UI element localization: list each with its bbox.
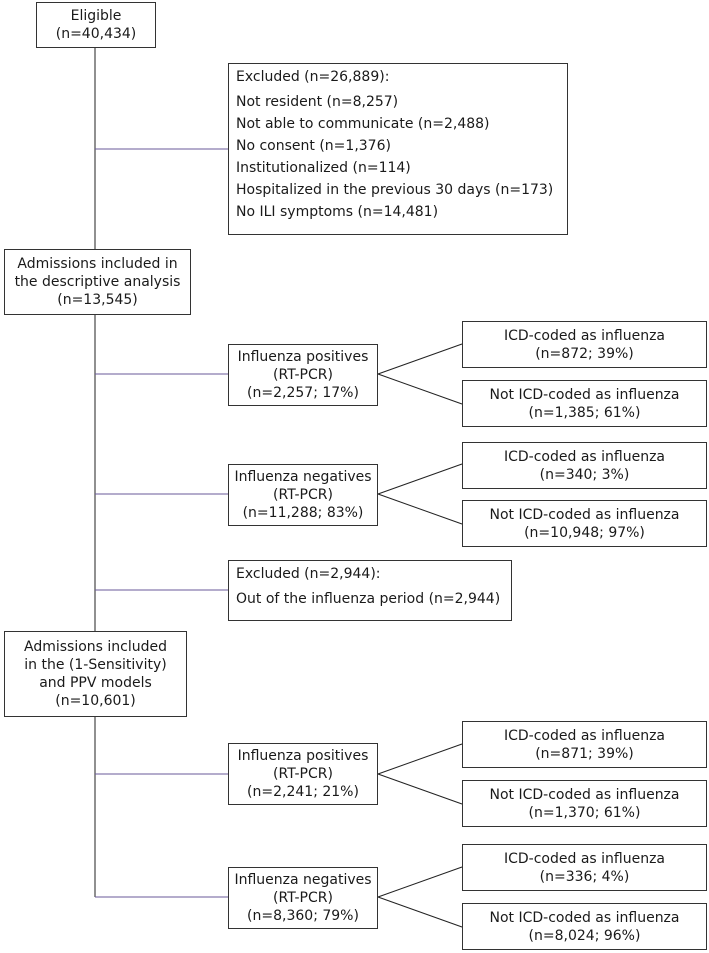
desc-positives-box: Influenza positives (RT-PCR) (n=2,257; 1…: [228, 344, 378, 406]
descriptive-line-1: Admissions included in: [17, 256, 178, 272]
desc-pos-noticd-box: Not ICD-coded as influenza (n=1,385; 61%…: [462, 380, 707, 427]
excluded-1-title: Excluded (n=26,889):: [236, 69, 390, 85]
desc-neg-count: (n=11,288; 83%): [242, 505, 364, 521]
fan-desc-pos-icd: [377, 343, 463, 375]
excluded-1-item: Hospitalized in the previous 30 days (n=…: [236, 182, 554, 198]
desc-neg-noticd-count: (n=10,948; 97%): [524, 524, 645, 541]
mod-pos-noticd-label: Not ICD-coded as influenza: [489, 786, 680, 803]
mod-pos-count: (n=2,241; 21%): [247, 784, 359, 800]
excluded-2-title: Excluded (n=2,944):: [236, 566, 381, 582]
excluded-1-item: Institutionalized (n=114): [236, 160, 411, 176]
excluded-1-item: No ILI symptoms (n=14,481): [236, 204, 439, 220]
mod-neg-noticd-label: Not ICD-coded as influenza: [489, 909, 680, 926]
mod-neg-icd-box: ICD-coded as influenza (n=336; 4%): [462, 844, 707, 891]
fan-mod-pos-icd: [377, 743, 463, 775]
models-line-2: in the (1-Sensitivity): [24, 657, 167, 673]
excluded-box-1: Excluded (n=26,889): Not resident (n=8,2…: [228, 63, 568, 235]
descriptive-count: (n=13,545): [57, 292, 138, 308]
desc-neg-line-1: Influenza negatives: [234, 469, 372, 485]
mod-neg-noticd-box: Not ICD-coded as influenza (n=8,024; 96%…: [462, 903, 707, 950]
fan-mod-neg-noticd: [377, 896, 463, 928]
fan-mod-neg-icd: [377, 866, 463, 898]
desc-pos-noticd-count: (n=1,385; 61%): [528, 404, 641, 421]
fan-desc-pos-noticd: [377, 373, 463, 405]
excluded-box-2: Excluded (n=2,944): Out of the influenza…: [228, 560, 512, 621]
mod-neg-line-2: (RT-PCR): [273, 890, 333, 906]
desc-pos-line-1: Influenza positives: [237, 349, 369, 365]
desc-neg-icd-label: ICD-coded as influenza: [503, 448, 666, 465]
desc-pos-count: (n=2,257; 17%): [247, 385, 359, 401]
desc-neg-line-2: (RT-PCR): [273, 487, 333, 503]
mod-neg-icd-label: ICD-coded as influenza: [503, 850, 666, 867]
fan-desc-neg-noticd: [377, 493, 463, 525]
mod-pos-noticd-box: Not ICD-coded as influenza (n=1,370; 61%…: [462, 780, 707, 827]
desc-neg-icd-box: ICD-coded as influenza (n=340; 3%): [462, 442, 707, 489]
models-line-3: and PPV models: [39, 675, 152, 691]
mod-pos-icd-count: (n=871; 39%): [535, 745, 634, 762]
desc-pos-icd-label: ICD-coded as influenza: [503, 327, 666, 344]
mod-neg-noticd-count: (n=8,024; 96%): [528, 927, 641, 944]
excluded-2-item: Out of the influenza period (n=2,944): [236, 591, 501, 607]
excluded-1-item: Not able to communicate (n=2,488): [236, 116, 490, 132]
mod-neg-line-1: Influenza negatives: [234, 872, 372, 888]
excluded-1-item: No consent (n=1,376): [236, 138, 391, 154]
mod-neg-count: (n=8,360; 79%): [247, 908, 359, 924]
desc-pos-noticd-label: Not ICD-coded as influenza: [489, 386, 680, 403]
desc-pos-line-2: (RT-PCR): [273, 367, 333, 383]
fan-mod-pos-noticd: [377, 773, 463, 805]
descriptive-analysis-box: Admissions included in the descriptive a…: [4, 249, 191, 315]
desc-neg-icd-count: (n=340; 3%): [539, 466, 630, 483]
mod-negatives-box: Influenza negatives (RT-PCR) (n=8,360; 7…: [228, 867, 378, 929]
eligible-count: (n=40,434): [55, 26, 137, 42]
mod-pos-icd-label: ICD-coded as influenza: [503, 727, 666, 744]
desc-pos-icd-box: ICD-coded as influenza (n=872; 39%): [462, 321, 707, 368]
descriptive-line-2: the descriptive analysis: [14, 274, 181, 290]
desc-pos-icd-count: (n=872; 39%): [535, 345, 634, 362]
mod-pos-line-1: Influenza positives: [237, 748, 369, 764]
mod-pos-noticd-count: (n=1,370; 61%): [528, 804, 641, 821]
desc-neg-noticd-label: Not ICD-coded as influenza: [489, 506, 680, 523]
fan-desc-neg-icd: [377, 463, 463, 495]
eligible-label: Eligible: [70, 8, 122, 24]
models-count: (n=10,601): [55, 693, 136, 709]
models-box: Admissions included in the (1-Sensitivit…: [4, 631, 187, 717]
mod-pos-line-2: (RT-PCR): [273, 766, 333, 782]
desc-neg-noticd-box: Not ICD-coded as influenza (n=10,948; 97…: [462, 500, 707, 547]
eligible-box: Eligible (n=40,434): [36, 2, 156, 48]
models-line-1: Admissions included: [23, 639, 167, 655]
mod-positives-box: Influenza positives (RT-PCR) (n=2,241; 2…: [228, 743, 378, 805]
desc-negatives-box: Influenza negatives (RT-PCR) (n=11,288; …: [228, 464, 378, 526]
excluded-1-item: Not resident (n=8,257): [236, 94, 399, 110]
mod-neg-icd-count: (n=336; 4%): [539, 868, 630, 885]
mod-pos-icd-box: ICD-coded as influenza (n=871; 39%): [462, 721, 707, 768]
